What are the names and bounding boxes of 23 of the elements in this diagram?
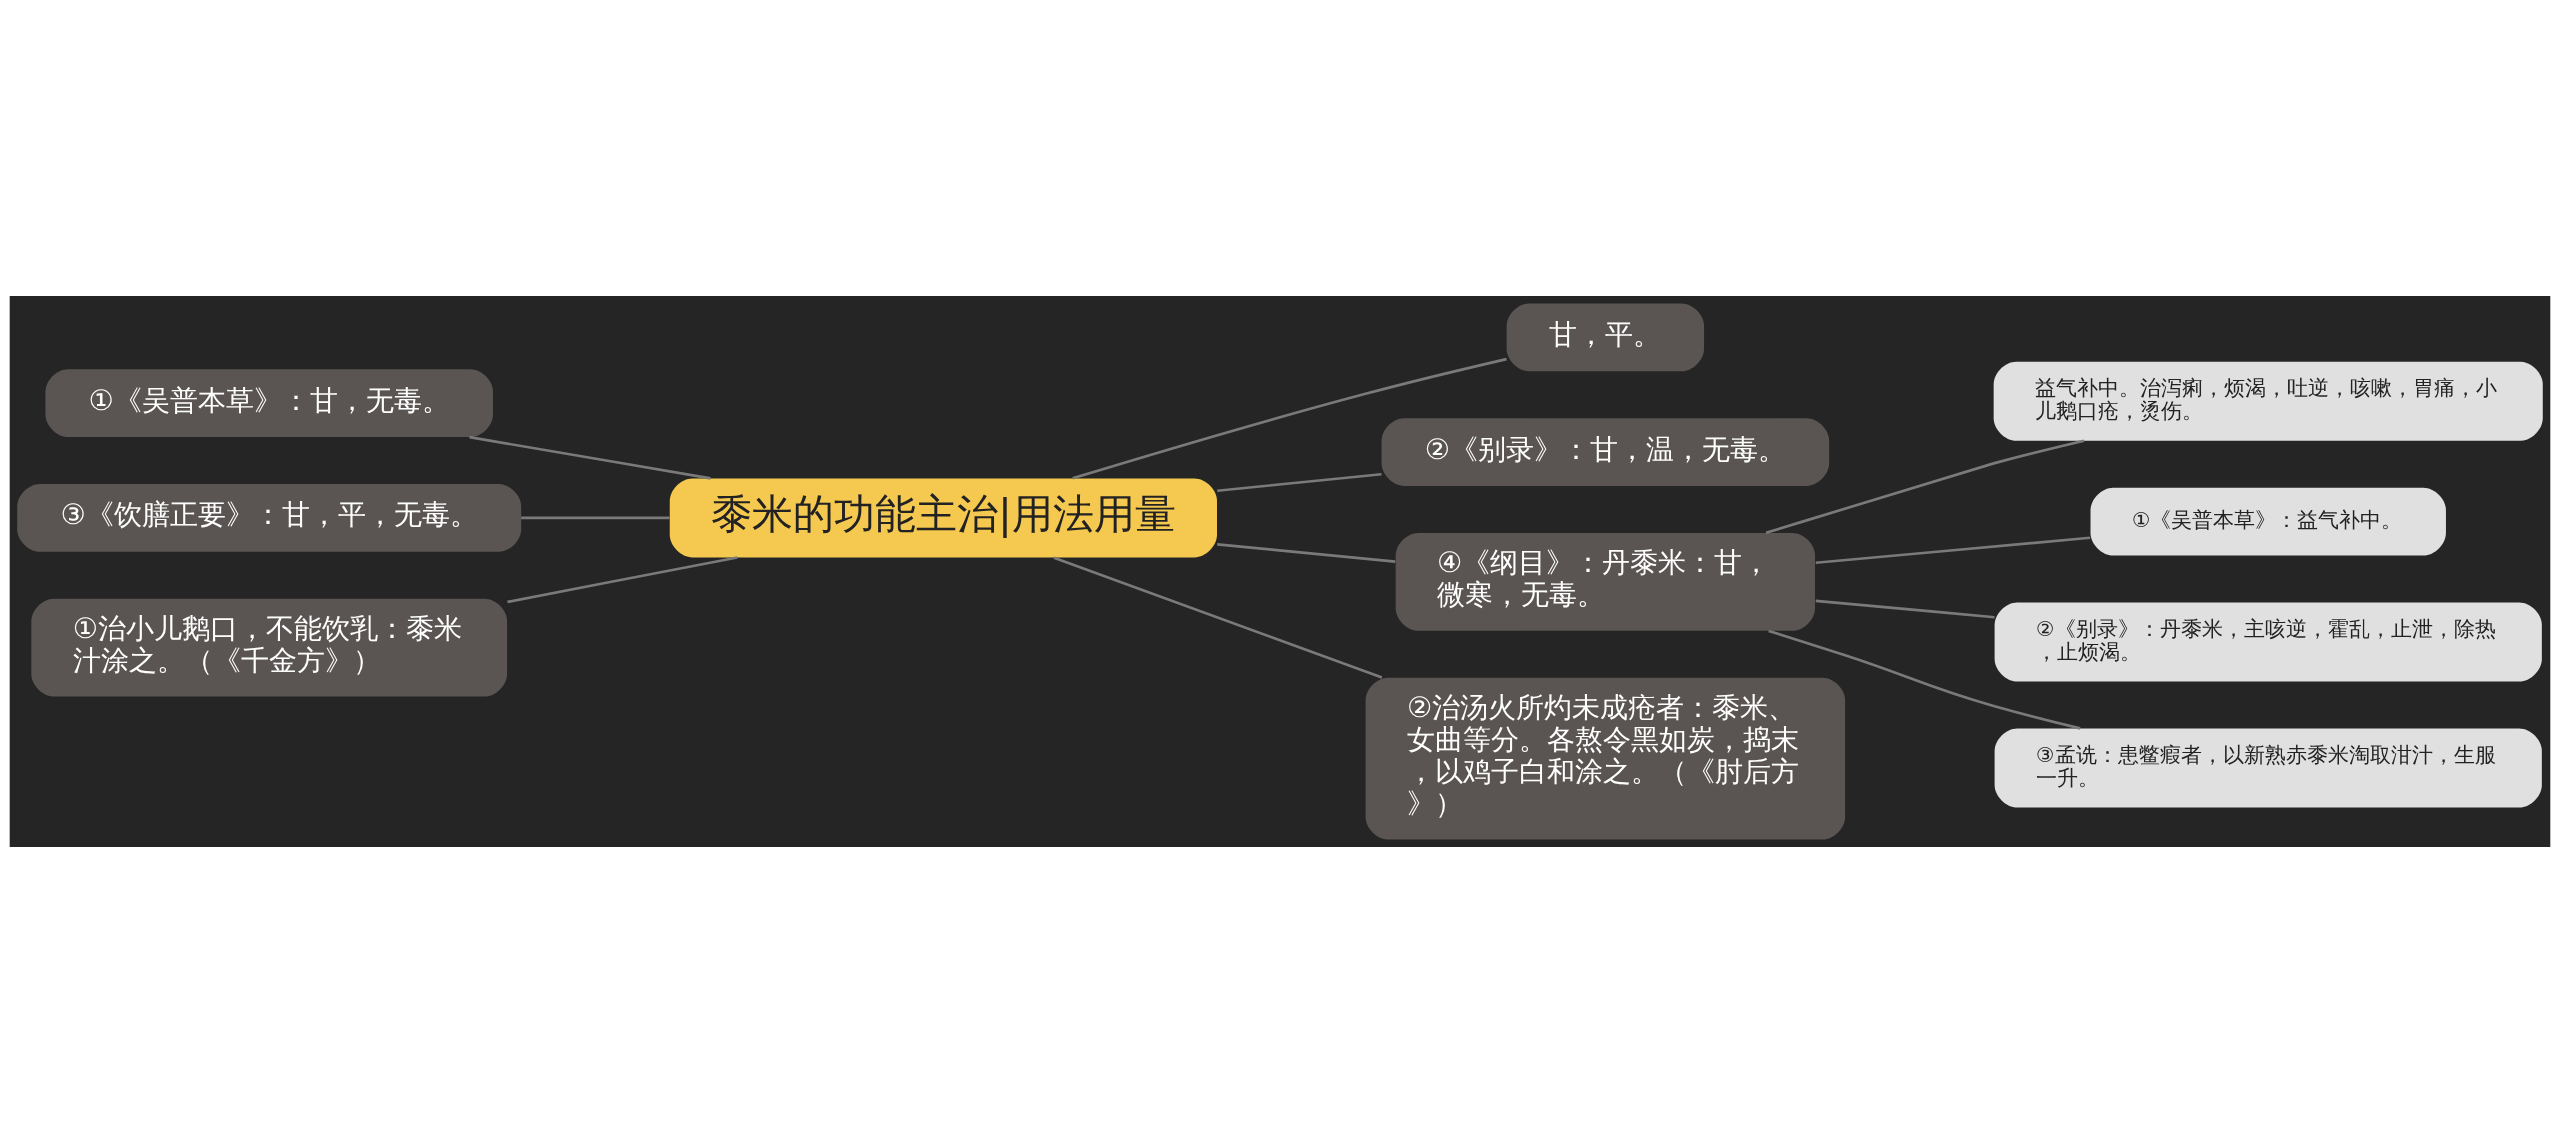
node-box: ①《吴普本草》：甘，无毒。	[45, 368, 493, 437]
node-box: 甘，平。	[1506, 303, 1705, 371]
connector	[1815, 599, 1995, 619]
node-box: ②《别录》：丹黍米，主咳逆，霍乱，止泄，除热，止烦渴。	[1994, 602, 2542, 681]
node-box: ①《吴普本草》：益气补中。	[2090, 487, 2446, 555]
connector	[507, 555, 738, 603]
connector	[1765, 439, 2085, 534]
node-box: ①治小儿鹅口，不能饮乳：黍米汁涂之。（《千金方》）	[31, 598, 508, 697]
node-box: 益气补中。治泻痢，烦渴，吐逆，咳嗽，胃痛，小儿鹅口疮，烫伤。	[1993, 361, 2543, 441]
connector	[1217, 472, 1382, 492]
connector	[521, 516, 670, 519]
connector	[1768, 629, 2081, 730]
node-box: ③孟诜：患鳖瘕者，以新熟赤黍米淘取泔汁，生服一升。	[1994, 728, 2542, 807]
node-box: ④《纲目》：丹黍米：甘，微寒，无毒。	[1395, 532, 1815, 631]
connector	[469, 435, 711, 480]
connector	[1072, 357, 1507, 480]
connector	[1053, 555, 1383, 679]
connector	[1815, 535, 2091, 564]
node-box: ②《别录》：甘，温，无毒。	[1381, 417, 1830, 486]
node-box: ②治汤火所灼未成疮者：黍米、女曲等分。各熬令黑如炭，捣末，以鸡子白和涂之。（《肘后方》）	[1365, 677, 1846, 839]
connector	[1217, 542, 1396, 563]
node-box: ③《饮膳正要》：甘，平，无毒。	[17, 483, 522, 552]
node-box: 黍米的功能主治|用法用量	[669, 477, 1217, 557]
